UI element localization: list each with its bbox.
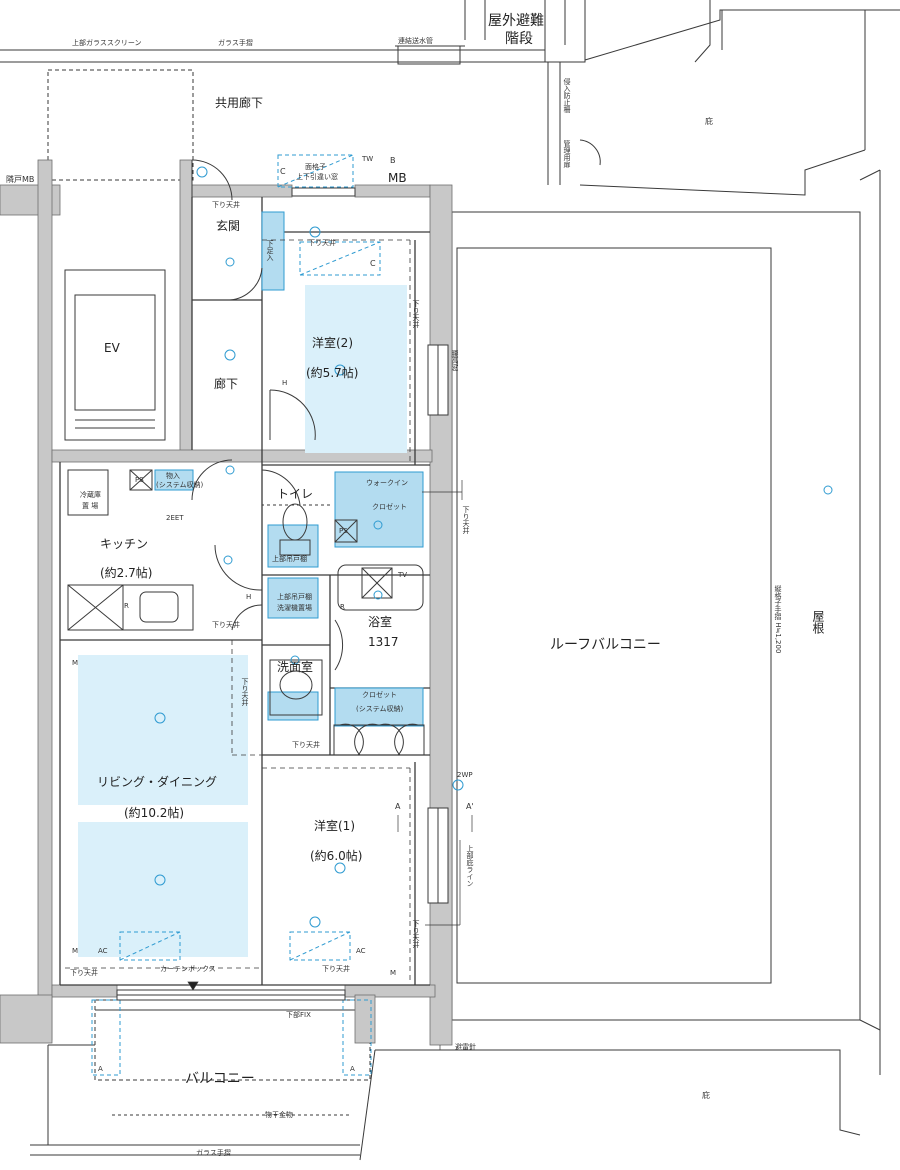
bathroom-size-label: 1317 bbox=[368, 635, 399, 649]
m-symbol-living-bottom: M bbox=[72, 947, 79, 955]
eaves-bottom-label: 庇 bbox=[702, 1091, 710, 1100]
r-symbol-kitchen: R bbox=[124, 602, 129, 610]
section-a-balcony-left: A bbox=[98, 1065, 103, 1073]
fridge-space-label-2: 置 場 bbox=[82, 502, 99, 510]
lowered-ceiling-entrance: 下り天井 bbox=[212, 201, 240, 209]
lowered-ceiling-room1-side: 下り天井 bbox=[412, 920, 420, 948]
ev-label: EV bbox=[104, 341, 120, 355]
meter-c-label: C bbox=[280, 167, 286, 176]
storage-label: 物入 bbox=[166, 472, 180, 480]
living-size-label: (約10.2帖) bbox=[124, 806, 185, 820]
entrance-label: 玄関 bbox=[216, 219, 241, 233]
outdoor-stairs-label: 屋外避難 bbox=[488, 13, 544, 29]
m-symbol-room1: M bbox=[390, 969, 397, 977]
walk-in-label: ウォークイン bbox=[366, 479, 408, 487]
upper-eaves-line-label: 上部庇ライン bbox=[466, 845, 474, 887]
kitchen-label: キッチン bbox=[100, 537, 149, 551]
western-room-1-label: 洋室(1) bbox=[314, 819, 355, 833]
bathroom-label: 浴室 bbox=[368, 615, 393, 629]
meter-b-label: B bbox=[390, 156, 396, 165]
western-room-2-size: (約5.7帖) bbox=[306, 366, 359, 380]
upper-cabinet-toilet: 上部吊戸棚 bbox=[272, 555, 307, 563]
roof-label: 屋根 bbox=[811, 610, 825, 634]
sliding-window-label: 上下引違い窓 bbox=[296, 173, 338, 181]
toilet-label: トイレ bbox=[277, 487, 314, 501]
walk-in-closet-label: クロゼット bbox=[372, 503, 407, 511]
western-room-1-size: (約6.0帖) bbox=[310, 849, 363, 863]
ac-room1-label: AC bbox=[356, 947, 366, 955]
glass-handrail-top-label: ガラス手摺 bbox=[218, 39, 253, 47]
section-a-balcony-right: A bbox=[350, 1065, 355, 1073]
lowered-ceiling-room1-bottom: 下り天井 bbox=[322, 965, 350, 973]
common-corridor-label: 共用廊下 bbox=[215, 96, 264, 110]
lowered-ceiling-room1-top: 下り天井 bbox=[292, 741, 320, 749]
lowered-ceiling-room2: 下り天井 bbox=[308, 239, 336, 247]
hallway-label: 廊下 bbox=[214, 377, 239, 391]
outdoor-stairs-label-2: 階段 bbox=[505, 31, 533, 47]
lowered-ceiling-walkin: 下り天井 bbox=[462, 506, 470, 534]
shoe-box-label: 下足入 bbox=[266, 240, 274, 261]
closet-system-label: (システム収納) bbox=[356, 705, 404, 713]
living-dining-label: リビング・ダイニング bbox=[97, 775, 218, 789]
mb-label: MB bbox=[388, 171, 407, 185]
section-a-prime-label: A' bbox=[466, 802, 474, 811]
balcony-label: バルコニー bbox=[185, 1071, 255, 1087]
lightning-rod-label: 避雷針 bbox=[455, 1043, 476, 1051]
section-a-label: A bbox=[395, 802, 401, 811]
lowered-ceiling-living-bottom: 下り天井 bbox=[70, 969, 98, 977]
eaves-top-label: 庇 bbox=[705, 117, 713, 126]
upper-glass-screen-label: 上部ガラススクリーン bbox=[72, 39, 142, 47]
h-symbol-1: H bbox=[282, 379, 288, 387]
neighbor-mb-label: 隣戸MB bbox=[6, 175, 35, 184]
ps-toilet-label: PS bbox=[339, 527, 348, 535]
washroom-label: 洗面室 bbox=[277, 660, 314, 674]
r-symbol-bath: R bbox=[340, 603, 345, 611]
western-room-2-label: 洋室(2) bbox=[312, 336, 353, 350]
glass-handrail-bottom-label: ガラス手摺 bbox=[196, 1149, 231, 1157]
wp-symbol: 2WP bbox=[457, 771, 473, 779]
roof-balcony-label: ルーフバルコニー bbox=[550, 637, 661, 653]
tv-label: TV bbox=[398, 571, 408, 579]
upper-cabinet-wash: 上部吊戸棚 bbox=[277, 593, 312, 601]
lower-fix-label: 下部FIX bbox=[286, 1011, 311, 1019]
lowered-ceiling-room2-side: 下り天井 bbox=[412, 300, 420, 328]
ac-living-label: AC bbox=[98, 947, 108, 955]
kitchen-size-label: (約2.7帖) bbox=[100, 566, 153, 580]
fridge-space-label: 冷蔵庫 bbox=[80, 491, 101, 499]
h-symbol-2: H bbox=[246, 593, 252, 601]
system-storage-label: (システム収納) bbox=[156, 481, 204, 489]
waist-window-label: 腰高窓 bbox=[451, 350, 459, 371]
vertical-handrail-label: 縦格子手摺 H≒1,200 bbox=[774, 585, 782, 654]
laundry-hardware-label: 物干金物 bbox=[265, 1111, 293, 1119]
tw-label: TW bbox=[362, 155, 374, 163]
closet-label: クロゼット bbox=[362, 691, 397, 699]
management-door-label: 管理用扉 bbox=[563, 140, 571, 168]
ps-kitchen-label: PS bbox=[135, 476, 144, 484]
eet-symbol-kitchen: 2EET bbox=[166, 514, 184, 522]
washer-space-label: 洗濯機置場 bbox=[277, 604, 312, 612]
lattice-window-label: 面格子 bbox=[305, 163, 326, 171]
connection-pipe-label: 連結送水管 bbox=[398, 37, 433, 45]
curtain-box-label: カーテンボックス bbox=[160, 965, 216, 973]
lowered-ceiling-kitchen: 下り天井 bbox=[212, 621, 240, 629]
lowered-ceiling-living: 下り天井 bbox=[241, 678, 249, 706]
meter-c2-label: C bbox=[370, 259, 376, 268]
m-symbol-living-top: M bbox=[72, 659, 79, 667]
intrusion-fence-label: 侵入防止柵 bbox=[563, 78, 571, 113]
